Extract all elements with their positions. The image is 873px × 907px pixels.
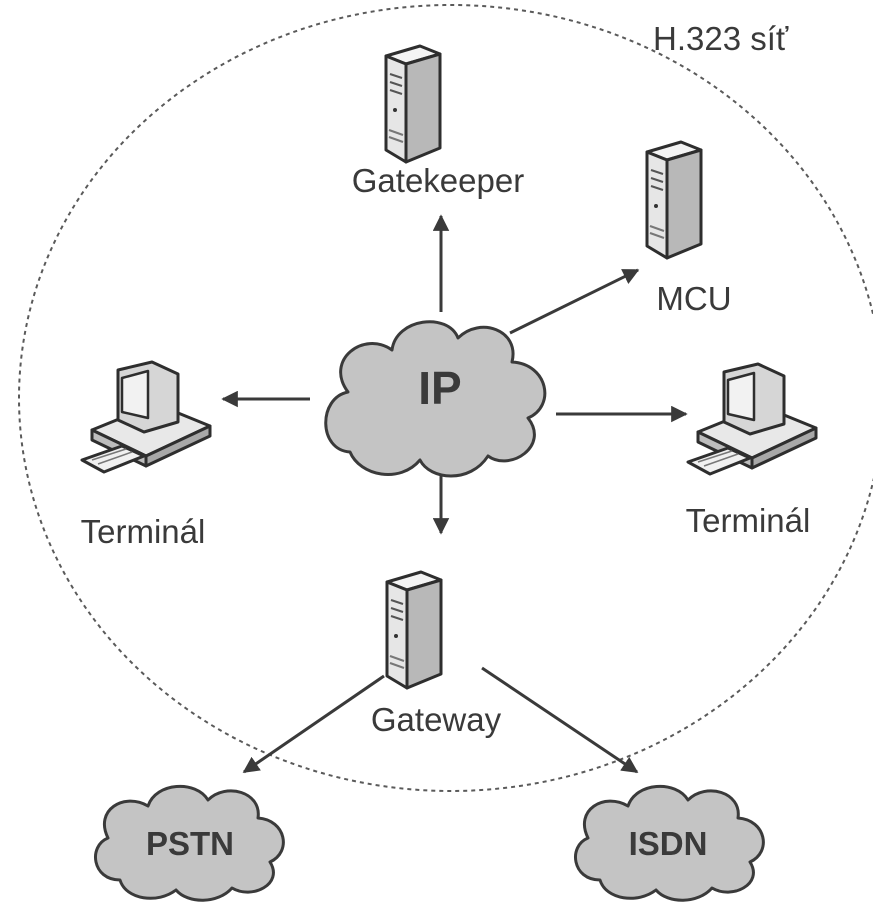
terminal-right-label: Terminál (686, 502, 811, 539)
ip-cloud-label: IP (418, 362, 461, 414)
terminal-right-computer-icon (686, 362, 818, 476)
isdn-cloud-label: ISDN (629, 825, 708, 862)
ip-cloud-icon (324, 320, 547, 478)
mcu-server-icon (645, 140, 703, 260)
gateway-label: Gateway (371, 701, 502, 738)
pstn-cloud-icon (94, 785, 285, 902)
network-label: H.323 síť (653, 20, 789, 57)
arrow-ip-to-mcu (509, 268, 640, 335)
gatekeeper-label: Gatekeeper (352, 162, 524, 199)
terminal-left-computer-icon (80, 360, 212, 474)
gateway-server-icon (385, 570, 443, 690)
arrow-gateway-to-pstn (242, 674, 385, 774)
gatekeeper-server-icon (384, 44, 442, 164)
connection-arrows (221, 214, 688, 774)
isdn-cloud-icon (574, 785, 765, 902)
mcu-label: MCU (656, 280, 731, 317)
pstn-cloud-label: PSTN (146, 825, 234, 862)
h323-network-boundary (18, 4, 873, 792)
terminal-left-label: Terminál (81, 513, 206, 550)
arrow-gateway-to-isdn (481, 666, 639, 774)
